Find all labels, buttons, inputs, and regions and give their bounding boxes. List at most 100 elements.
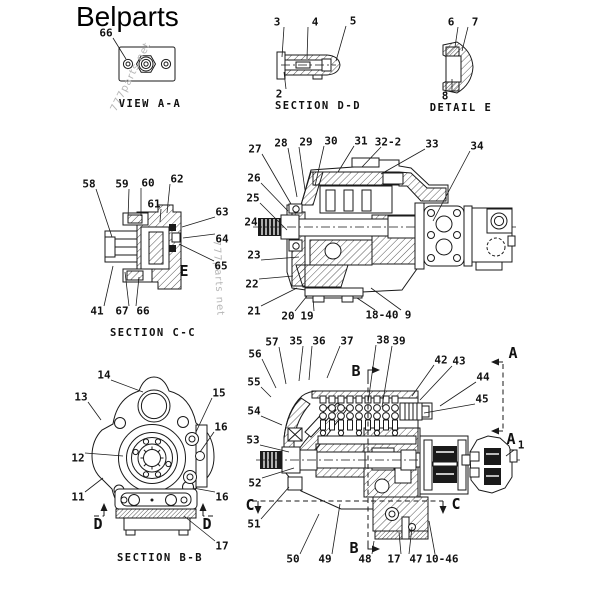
callout-53: 53 bbox=[246, 433, 260, 447]
callout-20: 20 bbox=[281, 309, 295, 323]
callout-59: 59 bbox=[115, 177, 129, 191]
letter-c: C bbox=[245, 496, 255, 514]
leader-line-7 bbox=[461, 26, 469, 52]
callout-43: 43 bbox=[452, 354, 466, 368]
spring-row bbox=[319, 395, 399, 437]
callout-leader-lines bbox=[84, 25, 515, 555]
leader-line-1 bbox=[505, 449, 515, 457]
section-c-arrows bbox=[252, 500, 447, 514]
callout-66: 66 bbox=[136, 304, 150, 318]
callout-31: 31 bbox=[354, 134, 368, 148]
callout-15: 15 bbox=[212, 386, 226, 400]
leader-line-45 bbox=[423, 403, 476, 414]
callout-64: 64 bbox=[215, 232, 229, 246]
leader-line-67 bbox=[124, 271, 130, 307]
section-a-arrows bbox=[491, 358, 504, 435]
leader-line-10-46 bbox=[428, 520, 436, 555]
callout-3: 3 bbox=[273, 15, 281, 29]
leader-line-61 bbox=[159, 208, 162, 223]
callout-34: 34 bbox=[470, 139, 484, 153]
callout-45: 45 bbox=[475, 392, 489, 406]
leader-line-57 bbox=[278, 346, 287, 385]
leader-line-21 bbox=[260, 287, 298, 307]
callout-42: 42 bbox=[434, 353, 448, 367]
callout-58: 58 bbox=[82, 177, 96, 191]
brand-title: Belparts bbox=[76, 1, 179, 32]
callout-44: 44 bbox=[476, 370, 490, 384]
callout-65: 65 bbox=[214, 259, 228, 273]
callout-61: 61 bbox=[147, 197, 161, 211]
callout-49: 49 bbox=[318, 552, 332, 566]
section-c-c-drawing bbox=[104, 204, 182, 290]
letter-e: E bbox=[179, 262, 189, 280]
callout-57: 57 bbox=[265, 335, 279, 349]
leader-line-2 bbox=[283, 71, 287, 90]
spline-ticks bbox=[140, 446, 164, 470]
callout-38: 38 bbox=[376, 333, 390, 347]
viewlabel-view-a-a: VIEW A-A bbox=[118, 98, 182, 110]
leader-line-54 bbox=[260, 415, 283, 426]
callout-60: 60 bbox=[141, 176, 155, 190]
leader-line-25 bbox=[259, 202, 288, 231]
callout-36: 36 bbox=[312, 334, 326, 348]
leader-line-41 bbox=[103, 265, 114, 307]
callout-66: 66 bbox=[99, 26, 113, 40]
viewlabel-section-c-c: SECTION C-C bbox=[109, 327, 197, 339]
letter-b: B bbox=[349, 539, 359, 557]
leader-line-55 bbox=[260, 386, 272, 398]
callout-11: 11 bbox=[71, 490, 85, 504]
callout-16: 16 bbox=[214, 420, 228, 434]
callout-63: 63 bbox=[215, 205, 229, 219]
leader-line-56 bbox=[261, 358, 277, 389]
leader-line-58 bbox=[95, 188, 113, 238]
callout-26: 26 bbox=[247, 171, 261, 185]
detail-e-drawing bbox=[442, 41, 474, 94]
leader-line-5 bbox=[335, 25, 347, 62]
viewlabel-section-b-b: SECTION B-B bbox=[116, 552, 204, 564]
letter-a: A bbox=[506, 430, 516, 448]
leader-line-31 bbox=[337, 145, 355, 173]
callout-7: 7 bbox=[471, 15, 479, 29]
leader-line-53 bbox=[259, 444, 290, 453]
leader-line-32-2 bbox=[361, 146, 382, 168]
callout-54: 54 bbox=[247, 404, 261, 418]
leader-line-9 bbox=[370, 287, 402, 311]
callout-50: 50 bbox=[286, 552, 300, 566]
callout-55: 55 bbox=[247, 375, 261, 389]
callout-13: 13 bbox=[74, 390, 88, 404]
leader-line-27 bbox=[261, 153, 292, 205]
leader-line-36 bbox=[308, 345, 313, 381]
callout-52: 52 bbox=[248, 476, 262, 490]
callout-23: 23 bbox=[247, 248, 261, 262]
pump-section-lower-drawing bbox=[252, 358, 520, 553]
leader-line-62 bbox=[166, 183, 171, 214]
callout-33: 33 bbox=[425, 137, 439, 151]
callout-37: 37 bbox=[340, 334, 354, 348]
callout-17: 17 bbox=[215, 539, 229, 553]
leader-line-11 bbox=[84, 477, 104, 493]
leader-line-49 bbox=[331, 503, 341, 555]
leader-line-38 bbox=[367, 344, 377, 404]
pump-section-upper-drawing bbox=[253, 157, 516, 303]
leader-line-42 bbox=[411, 364, 435, 397]
leader-line-65 bbox=[178, 243, 215, 262]
leader-line-4 bbox=[306, 26, 309, 60]
callout-12: 12 bbox=[71, 451, 85, 465]
leader-line-16 bbox=[199, 431, 215, 453]
callout-14: 14 bbox=[97, 368, 111, 382]
leader-line-20 bbox=[294, 295, 308, 312]
leader-line-44 bbox=[439, 381, 477, 407]
section-b-arrows bbox=[367, 366, 380, 553]
letter-c: C bbox=[451, 495, 461, 513]
letter-d: D bbox=[202, 515, 212, 533]
leader-line-50 bbox=[299, 513, 320, 555]
callout-47: 47 bbox=[409, 552, 423, 566]
viewlabel-section-d-d: SECTION D-D bbox=[274, 100, 362, 112]
callout-27: 27 bbox=[248, 142, 262, 156]
callout-18-40: 18-40 bbox=[365, 308, 399, 322]
callout-9: 9 bbox=[404, 308, 412, 322]
leader-line-64 bbox=[182, 233, 216, 239]
leader-line-66 bbox=[135, 276, 140, 307]
leader-line-43 bbox=[419, 365, 453, 401]
